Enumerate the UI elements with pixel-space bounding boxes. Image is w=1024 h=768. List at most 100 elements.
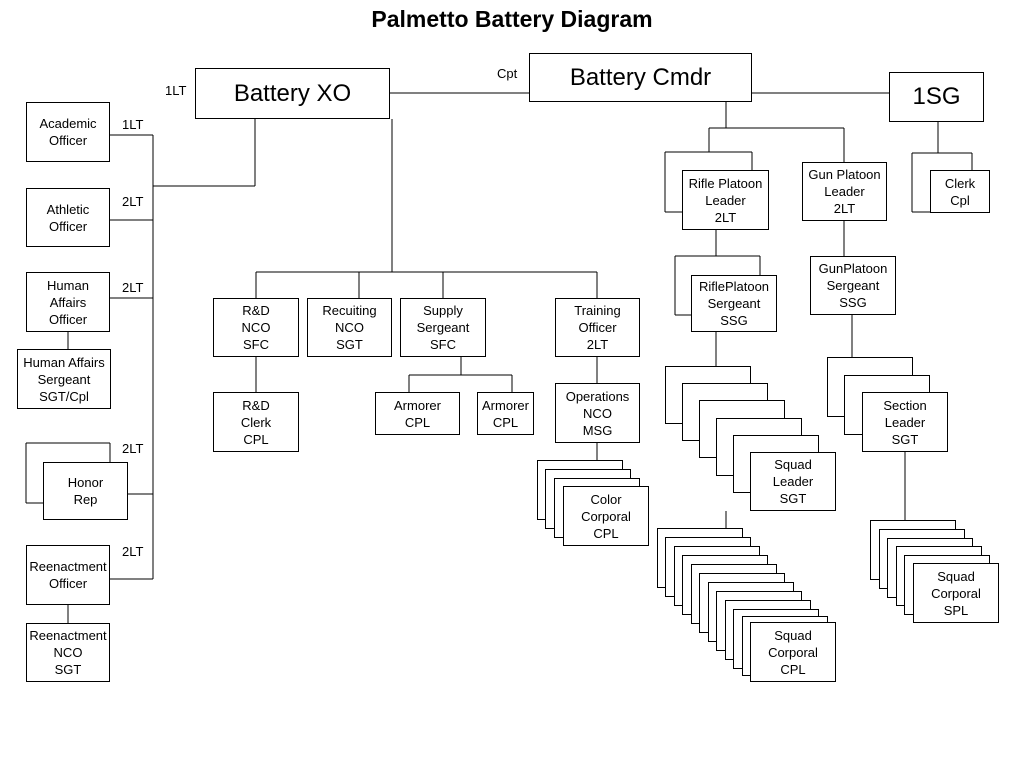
node-line: Officer: [48, 311, 88, 327]
node-line: 1SG: [912, 83, 961, 110]
node-line: 2LT: [586, 337, 609, 352]
node-line: Officer: [578, 320, 617, 335]
node-line: CPL: [404, 414, 431, 430]
node-line: Clerk: [944, 175, 976, 191]
node-line: Academic: [39, 116, 97, 131]
node-line: Leader: [772, 474, 814, 489]
node-line: Sergeant: [826, 278, 880, 293]
rank-label-reenactment: 2LT: [122, 544, 144, 559]
node-line: Affairs: [49, 294, 87, 310]
node-line: Battery XO: [233, 79, 352, 107]
node-line: GunPlatoon: [818, 261, 888, 276]
node-line: Supply: [423, 303, 463, 318]
node-line: Clerk: [240, 414, 272, 430]
node-line: SGT/Cpl: [39, 388, 89, 404]
node-line: Corporal: [581, 508, 631, 524]
node-line: SPL: [943, 602, 969, 618]
node-line: NCO: [583, 405, 612, 421]
node-line: Recuiting: [322, 303, 377, 318]
node-line: Human Affairs: [23, 354, 105, 370]
node-line: Training: [574, 303, 621, 318]
node-line: Leader: [705, 192, 746, 208]
node-line: Armorer: [482, 397, 529, 413]
node-line: NCO: [53, 645, 83, 660]
node-line: R&D: [242, 397, 270, 413]
node-line: Rep: [73, 492, 98, 507]
node-line: Cpl: [950, 192, 970, 208]
node-battery-xo: Battery XO: [195, 68, 390, 119]
node-line: SSG: [839, 295, 867, 310]
node-line: Sergeant: [37, 371, 91, 387]
rank-label-athletic: 2LT: [122, 194, 144, 209]
node-line: RiflePlatoon: [698, 279, 770, 294]
node-line: Athletic: [46, 201, 90, 217]
node-line: Squad: [937, 568, 975, 584]
node-line: 2LT: [833, 201, 856, 216]
node-line: Operations: [565, 388, 630, 404]
node-line: SSG: [720, 313, 748, 328]
node-line: SFC: [430, 337, 456, 352]
node-line: R&D: [242, 303, 270, 318]
node-line: NCO: [241, 320, 271, 335]
rank-label-academic: 1LT: [122, 117, 144, 132]
node-line: CPL: [243, 431, 269, 447]
node-line: Sergeant: [416, 320, 470, 335]
node-line: SGT: [779, 491, 807, 506]
node-1sg: 1SG: [889, 72, 984, 122]
node-line: Armorer: [394, 397, 441, 413]
node-line: Squad: [774, 457, 812, 472]
node-line: Squad: [774, 627, 812, 643]
node-line: SGT: [891, 431, 919, 447]
node-line: NCO: [335, 320, 364, 335]
node-line: Corporal: [768, 644, 818, 660]
node-line: Gun Platoon: [808, 167, 881, 182]
node-line: Color: [590, 491, 622, 507]
node-line: Honor: [67, 475, 104, 490]
node-line: Battery Cmdr: [569, 63, 712, 91]
node-line: Rifle Platoon: [688, 175, 763, 191]
node-rd-nco: R&D NCO SFC: [213, 298, 299, 357]
node-line: CPL: [780, 661, 806, 677]
diagram-title: Palmetto Battery Diagram: [371, 6, 653, 32]
rank-label-human-affairs: 2LT: [122, 280, 144, 295]
node-line: Corporal: [931, 585, 981, 601]
node-line: SGT: [54, 662, 82, 677]
node-line: Officer: [48, 218, 88, 234]
node-line: SFC: [243, 337, 269, 352]
node-line: SGT: [336, 337, 363, 352]
node-line: Reenactment: [29, 559, 107, 574]
node-line: 2LT: [714, 209, 737, 225]
node-line: CPL: [593, 525, 619, 541]
node-line: Officer: [48, 576, 88, 591]
node-battery-cmdr: Battery Cmdr: [529, 53, 752, 102]
node-line: Reenactment: [29, 628, 107, 643]
node-line: Human: [47, 277, 89, 293]
node-line: MSG: [582, 422, 613, 438]
node-line: Officer: [48, 133, 88, 148]
rank-label-xo: 1LT: [165, 83, 187, 98]
rank-label-cmdr: Cpt: [497, 66, 518, 81]
node-line: Sergeant: [707, 296, 761, 311]
